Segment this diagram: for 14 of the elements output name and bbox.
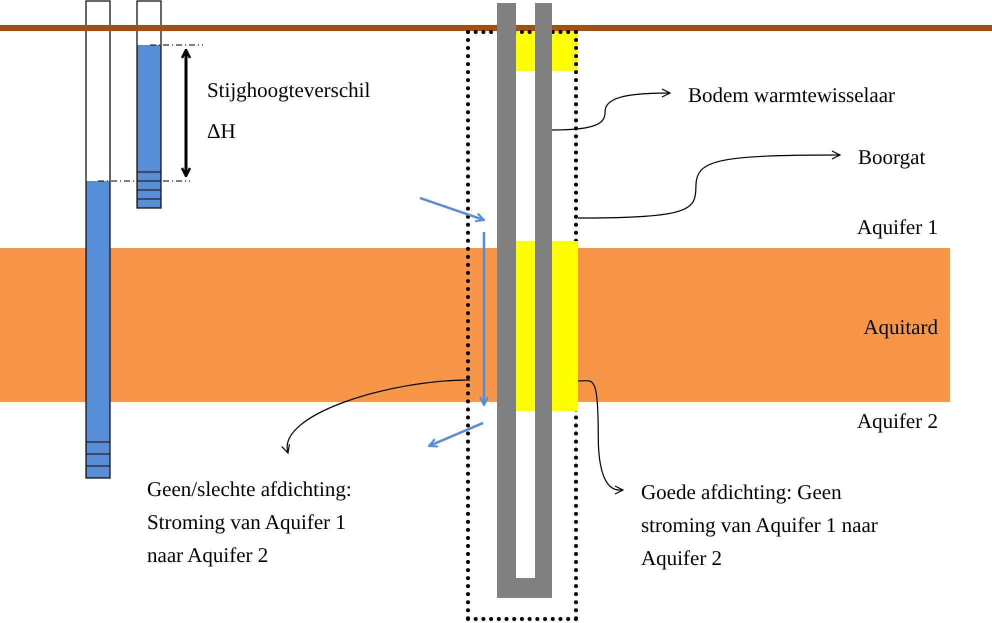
borehole-outline [466, 30, 578, 621]
leader-line [578, 150, 841, 219]
text-label: Aquitard [863, 314, 938, 341]
text-label: ΔH [207, 118, 236, 145]
text-label: Stijghoogteverschil [207, 77, 370, 104]
callout-label: Goede afdichting: Geen stroming van Aquifer 1 naar Aquifer 2 [641, 476, 896, 575]
callout-label: Geen/slechte afdichting: Stroming van Aquifer 1 naar Aquifer 2 [147, 473, 372, 572]
leader-line [578, 380, 624, 495]
callout-label: Boorgat [858, 141, 926, 174]
leader-line [552, 88, 671, 131]
leader-line [282, 379, 470, 454]
text-label: Aquifer 1 [856, 214, 938, 241]
text-label: Aquifer 2 [856, 408, 938, 435]
callout-label: Bodem warmtewisselaar [688, 79, 896, 112]
